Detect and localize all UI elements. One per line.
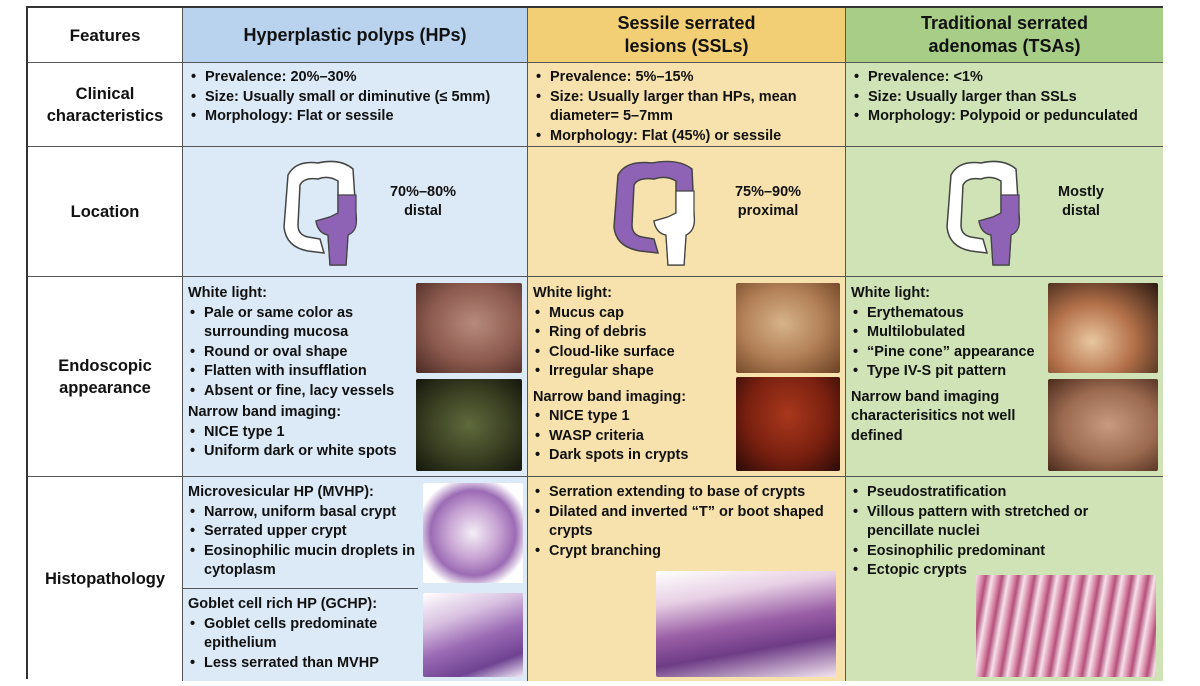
list-item: WASP criteria <box>533 427 733 447</box>
header-features: Features <box>28 8 183 63</box>
list-item: Serrated upper crypt <box>188 522 418 542</box>
list-item: Uniform dark or white spots <box>188 442 420 462</box>
hp-location-text: 70%–80% distal <box>389 184 457 219</box>
tsa-clinical-cell: Prevalence: <1%Size: Usually larger than… <box>846 63 1163 147</box>
list-item: Eosinophilic mucin droplets in cytoplasm <box>188 542 418 581</box>
hp-endoscopic-cell: White light: Pale or same color as surro… <box>183 277 528 477</box>
hp-histo-divider <box>183 588 418 589</box>
list-item: Morphology: Flat (45%) or sessile <box>534 127 839 147</box>
row-label-clinical: Clinical characteristics <box>28 63 183 147</box>
list-item: Serration extending to base of crypts <box>533 483 840 503</box>
list-item: “Pine cone” appearance <box>851 343 1041 363</box>
list-item: Prevalence: 5%–15% <box>534 68 839 88</box>
list-item: NICE type 1 <box>533 407 733 427</box>
hp-histopathology-cell: Microvesicular HP (MVHP): Narrow, unifor… <box>183 477 528 681</box>
list-item: Pale or same color as surrounding mucosa <box>188 304 420 343</box>
tsa-second-endoscopy-image <box>1048 379 1158 471</box>
colon-diagram-distal-icon <box>283 160 358 266</box>
mvhp-list: Narrow, uniform basal cryptSerrated uppe… <box>188 503 418 581</box>
list-item: Mucus cap <box>533 304 733 324</box>
list-item: Prevalence: 20%–30% <box>189 68 521 88</box>
mvhp-title: Microvesicular HP (MVHP): <box>188 484 374 500</box>
ssl-histology-image <box>656 571 836 677</box>
ssl-nbi-title: Narrow band imaging: <box>533 388 687 405</box>
tsa-histo-list: PseudostratificationVillous pattern with… <box>851 483 1158 581</box>
list-item: Ring of debris <box>533 323 733 343</box>
tsa-histopathology-cell: PseudostratificationVillous pattern with… <box>846 477 1163 681</box>
header-hyperplastic-polyps: Hyperplastic polyps (HPs) <box>183 8 528 63</box>
serrated-polyps-comparison-table: Features Hyperplastic polyps (HPs) Sessi… <box>26 6 1163 681</box>
hp-clinical-cell: Prevalence: 20%–30%Size: Usually small o… <box>183 63 528 147</box>
ssl-nbi-list: NICE type 1WASP criteriaDark spots in cr… <box>533 407 733 466</box>
colon-diagram-proximal-icon <box>613 160 696 266</box>
colon-diagram-distal-tsa-icon <box>946 160 1021 266</box>
list-item: Size: Usually larger than HPs, mean diam… <box>534 88 839 127</box>
ssl-white-light-endoscopy-image <box>736 283 840 373</box>
list-item: Multilobulated <box>851 323 1041 343</box>
row-label-endoscopic: Endoscopic appearance <box>28 277 183 477</box>
list-item: Morphology: Flat or sessile <box>189 107 521 127</box>
hp-nbi-endoscopy-image <box>416 379 522 471</box>
list-item: Irregular shape <box>533 362 733 382</box>
tsa-histology-image <box>976 575 1156 677</box>
tsa-location-cell: Mostly distal <box>846 147 1163 277</box>
ssl-histo-list: Serration extending to base of cryptsDil… <box>533 483 840 561</box>
ssl-location-text: 75%–90% proximal <box>734 184 802 219</box>
list-item: Villous pattern with stretched or pencil… <box>851 503 1158 542</box>
hp-white-light-endoscopy-image <box>416 283 522 373</box>
gchp-histology-image <box>423 593 523 677</box>
list-item: Size: Usually small or diminutive (≤ 5mm… <box>189 88 521 108</box>
list-item: Goblet cells predominate epithelium <box>188 615 418 654</box>
list-item: Morphology: Polypoid or pedunculated <box>852 107 1157 127</box>
hp-location-cell: 70%–80% distal <box>183 147 528 277</box>
list-item: Eosinophilic predominant <box>851 542 1158 562</box>
mvhp-histology-image <box>423 483 523 583</box>
list-item: Absent or fine, lacy vessels <box>188 382 420 402</box>
list-item: NICE type 1 <box>188 423 420 443</box>
list-item: Flatten with insufflation <box>188 362 420 382</box>
tsa-white-light-list: ErythematousMultilobulated“Pine cone” ap… <box>851 304 1041 382</box>
tsa-clinical-list: Prevalence: <1%Size: Usually larger than… <box>852 68 1157 127</box>
hp-clinical-list: Prevalence: 20%–30%Size: Usually small o… <box>189 68 521 127</box>
ssl-white-light-title: White light: <box>533 285 612 301</box>
list-item: Dilated and inverted “T” or boot shaped … <box>533 503 840 542</box>
gchp-list: Goblet cells predominate epitheliumLess … <box>188 615 418 674</box>
list-item: Ectopic crypts <box>851 561 1158 581</box>
ssl-clinical-cell: Prevalence: 5%–15%Size: Usually larger t… <box>528 63 846 147</box>
header-traditional-serrated-adenomas: Traditional serrated adenomas (TSAs) <box>846 8 1163 63</box>
tsa-endoscopic-cell: White light: ErythematousMultilobulated“… <box>846 277 1163 477</box>
list-item: Pseudostratification <box>851 483 1158 503</box>
ssl-white-light-list: Mucus capRing of debrisCloud-like surfac… <box>533 304 733 382</box>
ssl-location-cell: 75%–90% proximal <box>528 147 846 277</box>
list-item: Less serrated than MVHP <box>188 654 418 674</box>
row-label-histopathology: Histopathology <box>28 477 183 681</box>
ssl-nbi-endoscopy-image <box>736 377 840 471</box>
ssl-clinical-list: Prevalence: 5%–15%Size: Usually larger t… <box>534 68 839 146</box>
tsa-white-light-endoscopy-image <box>1048 283 1158 373</box>
tsa-nbi-note: Narrow band imaging characterisitics not… <box>851 388 1016 444</box>
list-item: Round or oval shape <box>188 343 420 363</box>
list-item: Narrow, uniform basal crypt <box>188 503 418 523</box>
list-item: Crypt branching <box>533 542 840 562</box>
hp-white-light-title: White light: <box>188 285 267 301</box>
hp-nbi-title: Narrow band imaging: <box>188 404 342 420</box>
row-label-location: Location <box>28 147 183 277</box>
list-item: Cloud-like surface <box>533 343 733 363</box>
hp-white-light-list: Pale or same color as surrounding mucosa… <box>188 304 420 402</box>
gchp-title: Goblet cell rich HP (GCHP): <box>188 596 378 612</box>
hp-nbi-list: NICE type 1Uniform dark or white spots <box>188 423 420 462</box>
tsa-white-light-title: White light: <box>851 285 930 301</box>
list-item: Prevalence: <1% <box>852 68 1157 88</box>
list-item: Erythematous <box>851 304 1041 324</box>
list-item: Type IV-S pit pattern <box>851 362 1041 382</box>
ssl-endoscopic-cell: White light: Mucus capRing of debrisClou… <box>528 277 846 477</box>
header-sessile-serrated-lesions: Sessile serrated lesions (SSLs) <box>528 8 846 63</box>
ssl-histopathology-cell: Serration extending to base of cryptsDil… <box>528 477 846 681</box>
list-item: Size: Usually larger than SSLs <box>852 88 1157 108</box>
list-item: Dark spots in crypts <box>533 446 733 466</box>
tsa-location-text: Mostly distal <box>1058 184 1104 219</box>
